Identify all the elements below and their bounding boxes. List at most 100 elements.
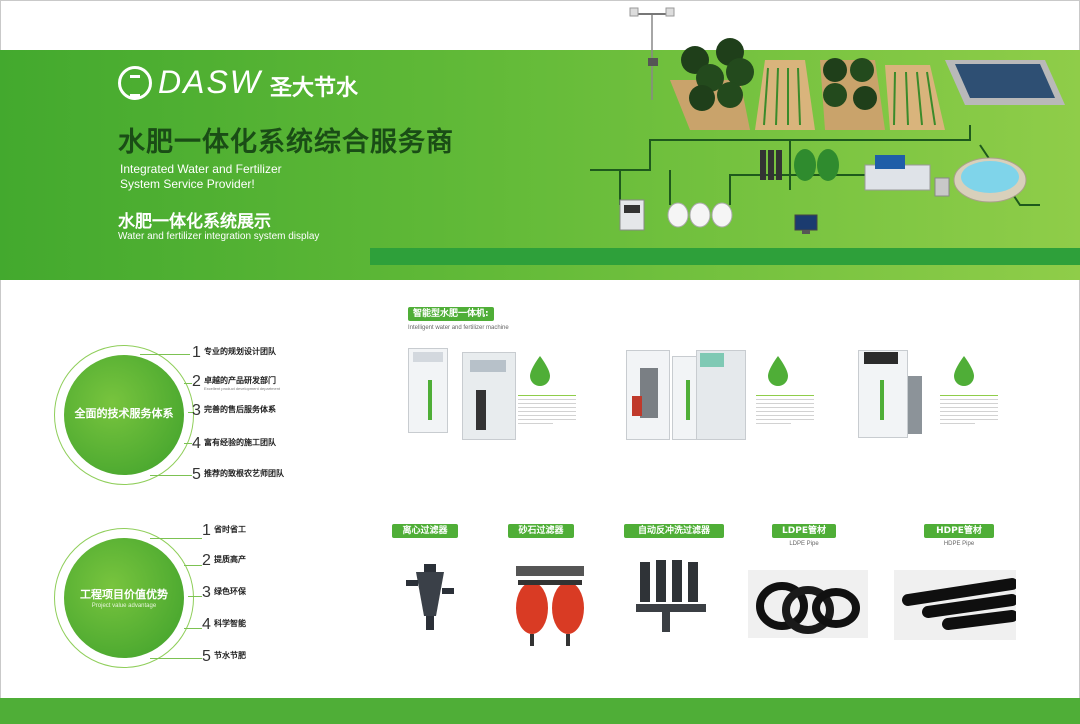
ldpe-pipe-image [748,570,868,638]
computer-monitor-icon [794,214,818,234]
centrifugal-filter-icon [406,564,454,630]
logo-text: DASW [158,64,262,100]
machine-3-screen [864,352,898,364]
machine-2-screen [700,353,724,367]
service-title: 全面的技术服务体系 [74,407,174,420]
machine-2-description [756,395,814,427]
item-number: 3 [192,402,201,419]
product-en-hdpe: HDPE Pipe [943,541,975,547]
machine-2-valve [632,396,642,416]
machine-1-pump [476,390,486,430]
footer-bar [0,698,1080,724]
adv-line-3 [188,596,202,597]
backwash-filter-icon [636,560,706,632]
controller-cabinet-icon [619,199,645,231]
crop-field-4 [885,65,945,130]
item-label: 卓越的产品研发部门 [204,376,276,385]
hero-subtitle: 水肥一体化系统展示 [118,212,271,232]
hero-subtitle-en: Water and fertilizer integration system … [118,231,320,242]
item-label: 推荐的致根农艺师团队 [204,469,284,478]
item-number: 1 [202,522,211,539]
service-item-4: 4 富有经验的施工团队 [192,435,332,457]
item-label: 富有经验的施工团队 [204,438,276,447]
machine-3-stripe [880,380,884,420]
filter-units-icon [760,149,839,181]
machine-2-stripe [686,380,690,420]
service-line-5 [150,475,192,476]
pump-station-icon [864,155,950,197]
irrigation-system-diagram [590,7,1065,234]
service-line-1 [140,354,190,355]
item-number: 1 [192,344,201,361]
advantage-item-2: 2 提质高产 [202,552,302,574]
machine-3-pump [908,376,922,434]
item-label: 科学智能 [214,619,246,628]
machine-1-stripe [428,380,432,420]
item-label: 绿色环保 [214,587,246,596]
service-item-1: 1 专业的规划设计团队 [192,344,332,366]
machines-title-en: Intelligent water and fertilizer machine [408,325,509,331]
service-line-4 [184,443,192,444]
machine-1-description [518,395,576,427]
machine-2-pump [640,368,658,418]
product-tag-sand: 砂石过滤器 [508,524,574,538]
machine-1-screen [413,352,443,362]
item-number: 3 [202,584,211,601]
advantage-ring [54,528,194,668]
tree-field-1 [670,38,754,130]
fertilizer-tank-icons [667,202,733,228]
reservoir-icon [945,60,1065,105]
item-number: 5 [202,648,211,665]
item-label: 专业的规划设计团队 [204,347,276,356]
item-sublabel: Excellent product development department [204,386,281,391]
hero-title-en-line2: System Service Provider! [120,177,255,191]
service-line-3 [188,412,194,413]
water-drop-icon [954,356,974,386]
item-number: 2 [202,552,211,569]
adv-line-1 [150,538,202,539]
service-ring [54,345,194,485]
item-label: 完善的售后服务体系 [204,405,276,414]
advantage-circle [64,538,184,658]
advantage-item-4: 4 科学智能 [202,616,302,638]
service-item-3: 3 完善的售后服务体系 [192,402,332,424]
hero-title-en: Integrated Water and Fertilizer System S… [120,162,360,192]
item-number: 5 [192,466,201,483]
service-item-2: 2 卓越的产品研发部门 Excellent product developmen… [192,373,332,395]
water-pool-icon [953,157,1027,203]
product-en-ldpe: LDPE Pipe [789,541,819,547]
item-label: 提质高产 [214,555,246,564]
advantage-title-en: Project value advantage [91,603,157,609]
advantage-item-1: 1 省时省工 [202,522,302,544]
dasw-logo-icon [118,66,152,100]
advantage-item-5: 5 节水节肥 [202,648,302,670]
item-number: 4 [202,616,211,633]
machines-title: 智能型水肥一体机: [408,307,494,321]
adv-line-4 [184,628,202,629]
product-tag-hdpe: HDPE管材 [924,524,994,538]
advantage-title: 工程项目价值优势 [80,588,168,601]
logo-cn: 圣大节水 [270,76,359,101]
item-label: 省时省工 [214,525,246,534]
sand-filter-icon [516,566,584,646]
ldpe-pipe-coils-icon [756,582,860,634]
hero-title-en-line1: Integrated Water and Fertilizer [120,162,282,176]
crop-field-2 [755,60,815,130]
machine-1-panel [470,360,506,372]
product-tag-ldpe: LDPE管材 [772,524,836,538]
item-label: 节水节肥 [214,651,246,660]
item-number: 4 [192,435,201,452]
service-item-5: 5 推荐的致根农艺师团队 [192,466,332,488]
service-circle [64,355,184,475]
machine-3-description [940,395,998,427]
banner-accent-bar [370,248,1080,265]
hdpe-pipe-image [894,570,1018,640]
product-tag-backwash: 自动反冲洗过滤器 [624,524,724,538]
hdpe-pipe-rods-icon [902,578,1018,630]
product-tag-centrifugal: 离心过滤器 [392,524,458,538]
water-drop-icon [768,356,788,386]
item-number: 2 [192,373,201,390]
tree-field-3 [820,58,885,130]
adv-line-2 [184,565,202,566]
adv-line-5 [150,658,202,659]
